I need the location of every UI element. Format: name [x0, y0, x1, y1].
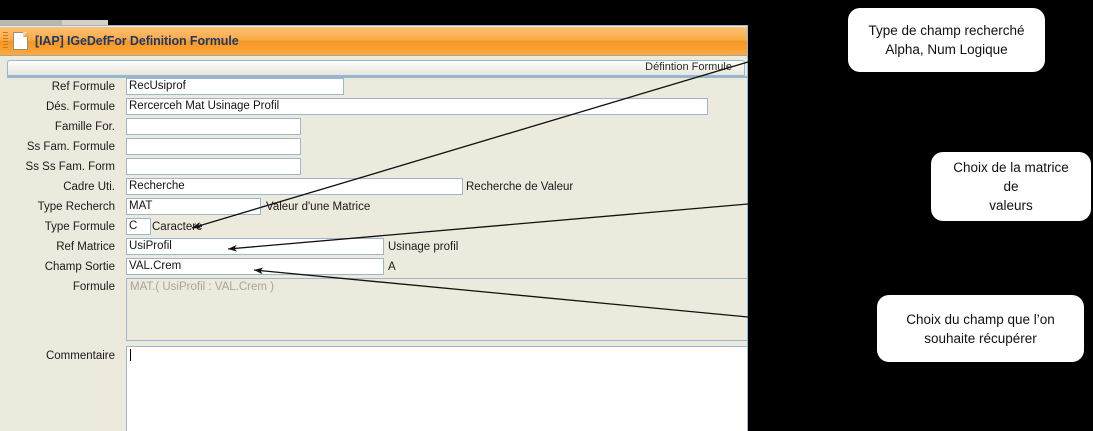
sidelabel-cadre-uti: Recherche de Valeur — [466, 181, 574, 193]
label-formule: Formule — [72, 281, 115, 293]
tab-definition-formule[interactable]: Défintion Formule — [645, 61, 732, 73]
sidelabel-type-recherch: Valeur d'une Matrice — [266, 201, 371, 213]
label-ref-matrice: Ref Matrice — [56, 241, 115, 253]
input-champ-sortie[interactable]: VAL.Crem — [126, 258, 384, 275]
input-ss-ss-fam-form[interactable] — [126, 158, 301, 175]
commentaire-textarea[interactable] — [126, 346, 747, 431]
input-type-formule[interactable]: C — [126, 218, 151, 235]
input-des-formule[interactable]: Rercerceh Mat Usinage Profil — [126, 98, 708, 115]
desktop-strip-left — [0, 20, 62, 25]
sidelabel-ref-matrice: Usinage profil — [388, 241, 459, 253]
label-ss-ss-fam-form: Ss Ss Fam. Form — [25, 161, 115, 173]
input-ref-matrice[interactable]: UsiProfil — [126, 238, 384, 255]
window-title: [IAP] IGeDefFor Definition Formule — [35, 34, 239, 48]
document-icon — [13, 32, 28, 50]
callout-matrice: Choix de la matrice de valeurs — [931, 152, 1091, 221]
formule-textarea[interactable]: MAT.( UsiProfil : VAL.Crem ) — [126, 278, 747, 341]
sidelabel-type-formule: Caractere — [152, 221, 203, 233]
label-ss-fam-formule: Ss Fam. Formule — [26, 141, 115, 153]
label-ref-formule: Ref Formule — [51, 81, 115, 93]
application-window: [IAP] IGeDefFor Definition Formule Défin… — [0, 25, 748, 431]
input-ss-fam-formule[interactable] — [126, 138, 301, 155]
label-cadre-uti: Cadre Uti. — [63, 181, 115, 193]
sidelabel-champ-sortie: A — [388, 261, 396, 273]
drag-grip-handle[interactable] — [3, 32, 8, 50]
label-type-recherch: Type Recherch — [37, 201, 115, 213]
label-famille-for: Famille For. — [54, 121, 115, 133]
desktop-strip-right — [62, 20, 108, 25]
label-champ-sortie: Champ Sortie — [44, 261, 115, 273]
callout-champ: Choix du champ que l’on souhaite récupér… — [877, 295, 1084, 362]
callout-type-champ: Type de champ recherché Alpha, Num Logiq… — [848, 8, 1045, 72]
text-caret — [130, 349, 131, 361]
input-cadre-uti[interactable]: Recherche — [126, 178, 463, 195]
window-title-bar: [IAP] IGeDefFor Definition Formule — [0, 27, 747, 56]
input-type-recherch[interactable]: MAT — [126, 198, 261, 215]
tab-strip[interactable]: Défintion Formule — [7, 60, 745, 76]
input-famille-for[interactable] — [126, 118, 301, 135]
label-type-formule: Type Formule — [44, 221, 115, 233]
input-ref-formule[interactable]: RecUsiprof — [126, 78, 344, 95]
label-commentaire: Commentaire — [45, 350, 115, 362]
label-des-formule: Dés. Formule — [45, 101, 115, 113]
